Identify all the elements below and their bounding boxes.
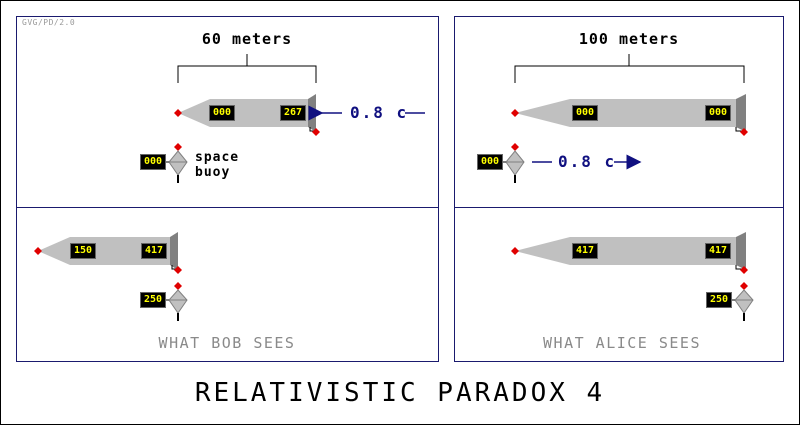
bottom-right-buoy-clock: 250 [706, 292, 732, 308]
top-right-nose-marker [511, 109, 519, 117]
top-left-buoy-clock: 000 [140, 154, 166, 170]
top-right-nose-clock: 000 [572, 105, 598, 121]
top-right-length-label: 100 meters [578, 30, 680, 48]
bottom-left-tail-marker [174, 266, 182, 274]
top-left-space-buoy [165, 143, 188, 183]
buoy-label-line2: buoy [195, 165, 231, 180]
bottom-right-nose-marker [511, 247, 519, 255]
bottom-right-tail-marker [740, 266, 748, 274]
right-panel-divider [454, 207, 784, 208]
bottom-left-tail-clock: 417 [141, 243, 167, 259]
bottom-right-space-buoy [731, 282, 754, 321]
credit-text: GVG/PD/2.0 [22, 18, 76, 27]
top-right-spaceship [515, 94, 746, 132]
top-left-buoy-label: space buoy [195, 150, 239, 180]
bottom-left-caption: WHAT BOB SEES [158, 334, 296, 352]
bottom-right-spaceship [515, 232, 746, 270]
top-right-buoy-clock: 000 [477, 154, 503, 170]
top-left-length-bracket [177, 54, 317, 83]
top-left-tail-marker [312, 128, 320, 136]
bottom-left-nose-marker [34, 247, 42, 255]
bottom-left-nose-clock: 150 [70, 243, 96, 259]
top-left-tail-clock: 267 [280, 105, 306, 121]
bottom-left-space-buoy [165, 282, 188, 321]
top-left-speed-label: 0.8 c [350, 103, 409, 122]
top-right-space-buoy [502, 143, 525, 183]
bottom-right-nose-clock: 417 [572, 243, 598, 259]
right-panel [454, 16, 784, 362]
diagram-title: RELATIVISTIC PARADOX 4 [194, 378, 606, 408]
buoy-label-line1: space [195, 150, 240, 165]
top-left-length-label: 60 meters [201, 30, 293, 48]
top-right-length-bracket [514, 54, 745, 83]
top-right-speed-label: 0.8 c [558, 152, 617, 171]
top-right-tail-marker [740, 128, 748, 136]
bottom-right-caption: WHAT ALICE SEES [543, 334, 701, 352]
top-left-nose-clock: 000 [209, 105, 235, 121]
left-panel [16, 16, 439, 362]
bottom-right-tail-clock: 417 [705, 243, 731, 259]
bottom-left-buoy-clock: 250 [140, 292, 166, 308]
left-panel-divider [16, 207, 439, 208]
top-right-tail-clock: 000 [705, 105, 731, 121]
top-left-nose-marker [174, 109, 182, 117]
